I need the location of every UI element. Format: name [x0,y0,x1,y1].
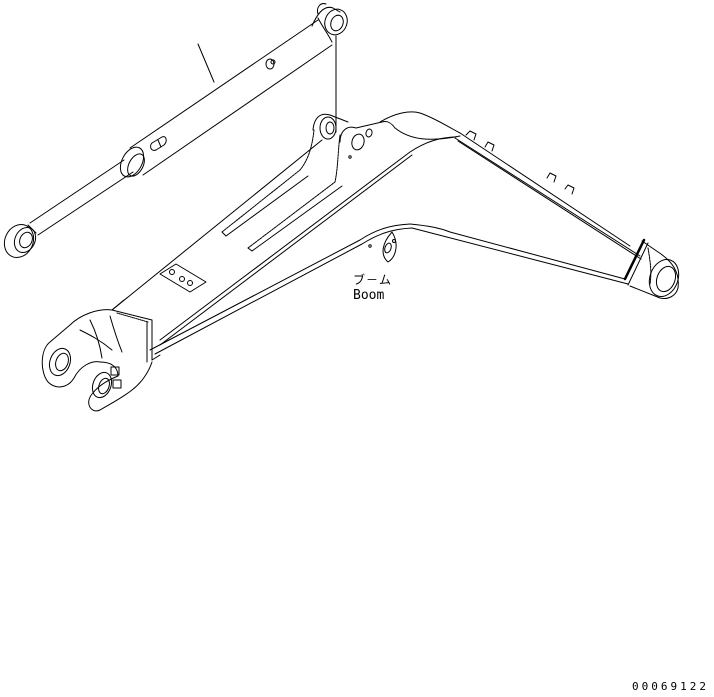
cylinder-port [151,137,167,151]
boom-label-japanese: ブ－ム [353,273,393,287]
cylinder-gland [116,143,149,181]
boom-label-english: Boom [353,288,385,303]
boom-plate [160,264,206,292]
boom-cylinder-bracket [313,114,395,158]
weld-tabs [466,131,574,194]
boom-tip-boss [625,240,684,301]
cylinder-leader-line [198,44,214,82]
grease-fitting [266,59,275,69]
boom-lower-bracket [369,232,396,262]
cylinder-rod-eye [0,220,40,263]
boom [42,112,683,411]
boom-cylinder [0,4,351,263]
boom-foot [42,310,160,411]
drawing-number: 00069122 [632,680,709,693]
cylinder-head-eye [312,4,351,42]
